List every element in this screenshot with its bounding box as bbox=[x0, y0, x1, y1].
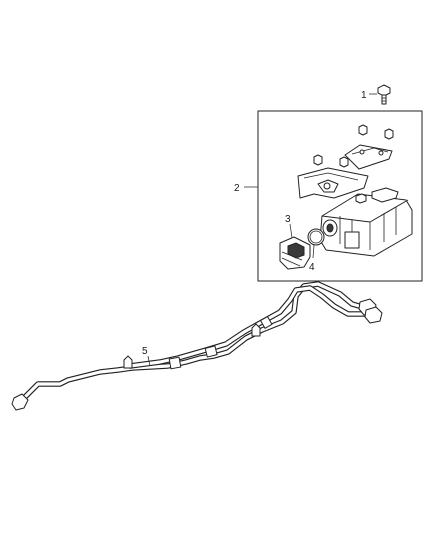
vapor-hose-part-5 bbox=[11, 281, 383, 411]
filter-part-3 bbox=[279, 236, 311, 270]
o-ring-part-4 bbox=[307, 228, 325, 246]
bolt-part-1 bbox=[377, 84, 391, 105]
leader-4 bbox=[312, 244, 315, 259]
callout-2: 2 bbox=[234, 183, 240, 194]
leader-5 bbox=[147, 355, 151, 367]
leader-3 bbox=[289, 223, 293, 239]
fastener-nuts bbox=[313, 124, 394, 168]
callout-4: 4 bbox=[309, 262, 315, 273]
callout-5: 5 bbox=[142, 346, 148, 357]
callout-3: 3 bbox=[285, 214, 291, 225]
canister-assembly-frame bbox=[257, 110, 423, 282]
vapor-canister bbox=[319, 187, 413, 257]
callout-1: 1 bbox=[361, 90, 367, 101]
mounting-bracket bbox=[297, 167, 369, 199]
bracket-plate bbox=[344, 144, 393, 170]
